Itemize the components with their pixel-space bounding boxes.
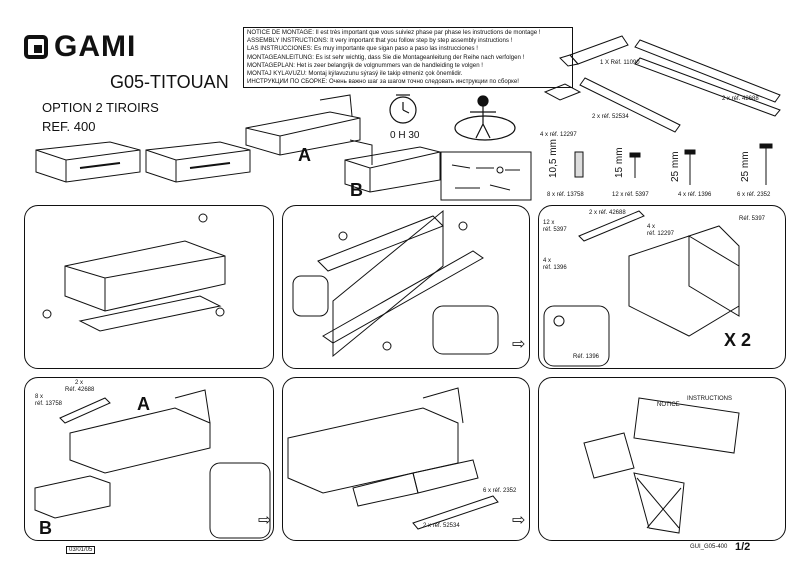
brand-name: GAMI	[54, 30, 137, 63]
bolt-25-icon	[759, 143, 773, 185]
p4-dowel-ref: réf. 13758	[35, 401, 63, 407]
screw-25-icon	[684, 149, 696, 185]
notice-line-nl: MONTAGEPLAN: Het is zeer belangrijk de v…	[247, 61, 483, 69]
step-panel-6: NOTICE INSTRUCTIONS	[538, 377, 786, 541]
doc-code: GUI_G05-400	[690, 544, 728, 550]
p6-notice-label: NOTICE	[657, 402, 680, 408]
p4-dowel-count: 8 x	[35, 394, 44, 400]
drawer-rail-icon	[634, 39, 781, 117]
gami-logo: GAMI	[24, 30, 136, 64]
step2-drawing	[292, 209, 499, 358]
screw15-length: 15 mm	[614, 147, 625, 178]
notice-line-en: ASSEMBLY INSTRUCTIONS: It very important…	[247, 37, 513, 45]
arrow-right-icon-3: ⇨	[512, 512, 526, 529]
arrow-right-icon-1: ⇨	[512, 336, 526, 353]
bar-label: 2 x réf. 52534	[592, 114, 629, 120]
p5-bar-ref: 2 x réf. 52534	[423, 523, 460, 529]
bolt25-length: 25 mm	[740, 151, 751, 182]
p3-screw-ref: réf. 5397	[543, 227, 567, 233]
drawer-illustration-2	[145, 141, 251, 183]
step-panel-5: 6 x réf. 2352 2 x réf. 52534	[282, 377, 530, 541]
arrow-right-icon-2: ⇨	[258, 512, 272, 529]
screw15-label: 12 x réf. 5397	[612, 192, 649, 198]
step6-drawing	[583, 397, 740, 534]
screw25-length: 25 mm	[670, 151, 681, 182]
step3-drawing	[543, 210, 740, 367]
notice-line-de: MONTAGEANLEITUNG: Es ist sehr wichtig, d…	[247, 53, 525, 61]
screw25-label: 4 x réf. 1396	[678, 192, 712, 198]
bar-icon	[579, 77, 681, 133]
product-title: G05-TITOUAN	[110, 72, 229, 92]
drawer-illustration-1	[35, 141, 141, 183]
p5-bolt-ref: 6 x réf. 2352	[483, 488, 517, 494]
step-panel-1	[24, 205, 274, 369]
notice-line-fr: NOTICE DE MONTAGE: Il est très important…	[247, 29, 541, 36]
bracket-icon	[543, 83, 582, 101]
bed-a-illustration	[245, 94, 361, 156]
label-a-step: A	[137, 394, 150, 414]
bolt25-label: 6 x réf. 2352	[737, 192, 771, 198]
glue-label: 1 X Réf. 11090	[600, 60, 640, 66]
p3-rail-ref: 2 x réf. 42688	[589, 210, 626, 216]
step4-drawing	[34, 389, 271, 539]
bed-b-illustration	[344, 139, 441, 193]
gami-logo-icon	[24, 35, 48, 59]
tools-illustration	[440, 151, 532, 201]
notice-line-ru: ИНСТРУКЦИИ ПО СБОРКЕ: Очень важно шаг за…	[247, 78, 519, 86]
label-b-step: B	[39, 518, 52, 538]
screw-15-icon	[629, 152, 641, 178]
dowel-icon	[574, 151, 584, 178]
step-panel-3: 12 x réf. 5397 2 x réf. 42688 4 x réf. 1…	[538, 205, 786, 369]
date-stamp: 03/01/05	[66, 546, 96, 554]
p3-screw-count: 12 x	[543, 220, 555, 226]
dowel-length: 10,5 mm	[548, 139, 559, 178]
notice-line-tr: MONTAJ KYLAVUZU: Montaj kýlavuzunu sýras…	[247, 70, 463, 78]
bracket-label: 4 x réf. 12297	[540, 132, 577, 138]
step1-drawing	[42, 213, 226, 332]
p6-instructions-label: INSTRUCTIONS	[687, 396, 732, 402]
step5-drawing	[287, 387, 499, 530]
p3-screw25-ref: réf. 1396	[543, 265, 567, 271]
step-panel-2	[282, 205, 530, 369]
p3-bracket-count: 4 x	[647, 224, 656, 230]
page-number: 1/2	[735, 541, 751, 553]
p3-detail-ref-2: Réf. 1396	[573, 354, 600, 360]
dowel-label: 8 x réf. 13758	[547, 192, 584, 198]
glue-tube-icon	[559, 35, 629, 67]
assembly-time: 0 H 30	[390, 130, 420, 141]
person-icon	[454, 95, 516, 141]
ref-label: REF. 400	[42, 119, 96, 134]
header-illustrations	[35, 35, 781, 201]
p3-screw25-count: 4 x	[543, 258, 552, 264]
p4-rail-count: 2 x	[75, 380, 84, 386]
label-b-header: B	[350, 180, 363, 200]
rail-label: 2 x réf. 42688	[722, 96, 759, 102]
step-panel-4: 2 x Réf. 42688 8 x réf. 13758 A B	[24, 377, 274, 541]
repeat-x2-label: X 2	[724, 330, 752, 350]
clock-icon	[389, 94, 417, 124]
option-label: OPTION 2 TIROIRS	[42, 100, 159, 115]
p3-detail-ref-1: Réf. 5397	[739, 216, 766, 222]
p4-rail-ref: Réf. 42688	[65, 387, 95, 393]
notice-line-es: LAS INSTRUCCIONES: Es muy importante que…	[247, 45, 478, 53]
p3-bracket-ref: réf. 12297	[647, 231, 675, 237]
label-a-header: A	[298, 145, 311, 165]
